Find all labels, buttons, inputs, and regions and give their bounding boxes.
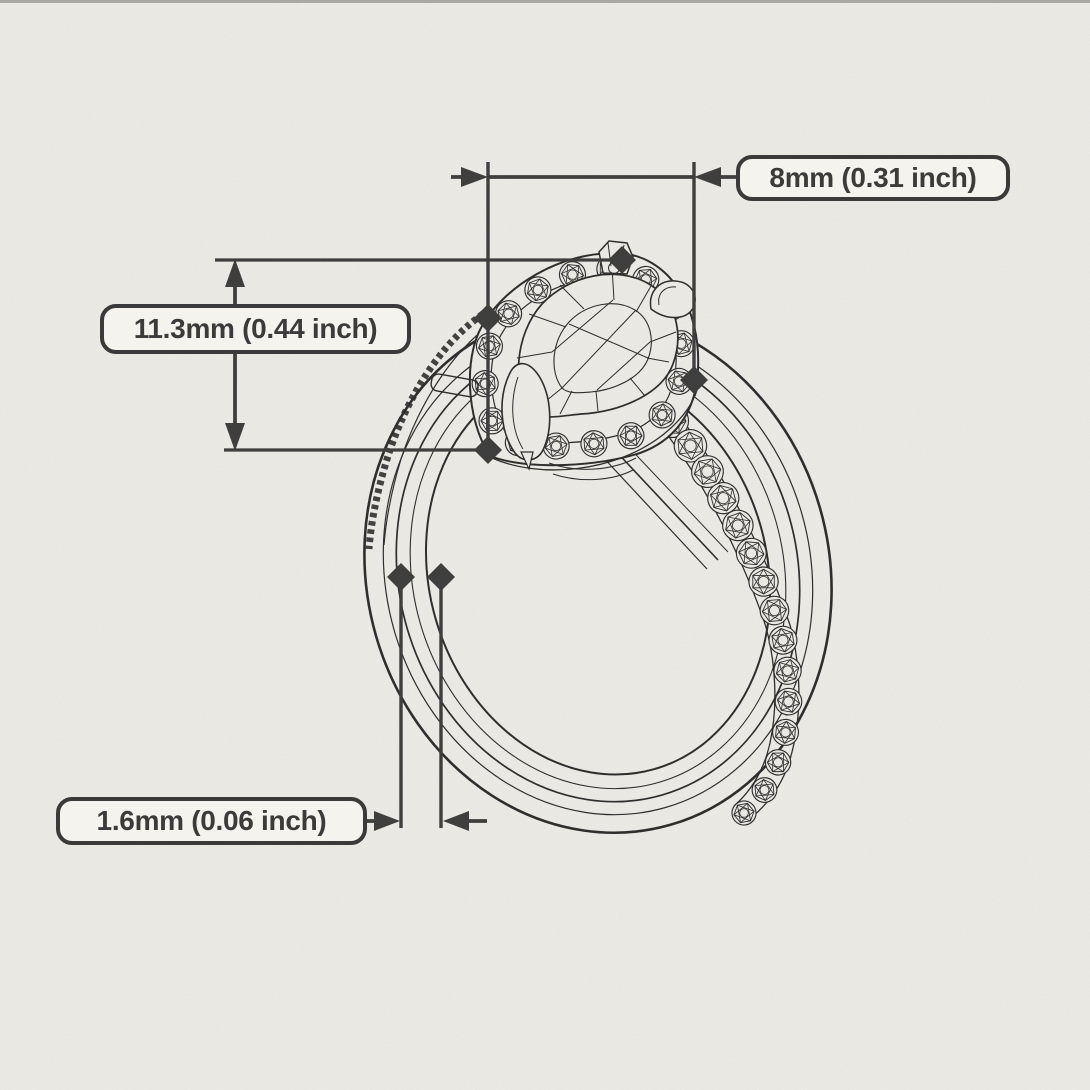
dimension-label-head-width: 8mm (0.31 inch) xyxy=(736,155,1010,201)
paper-top-edge xyxy=(0,0,1090,3)
dimension-label-head-height: 11.3mm (0.44 inch) xyxy=(100,304,411,354)
dimension-label-band-width: 1.6mm (0.06 inch) xyxy=(56,797,367,845)
